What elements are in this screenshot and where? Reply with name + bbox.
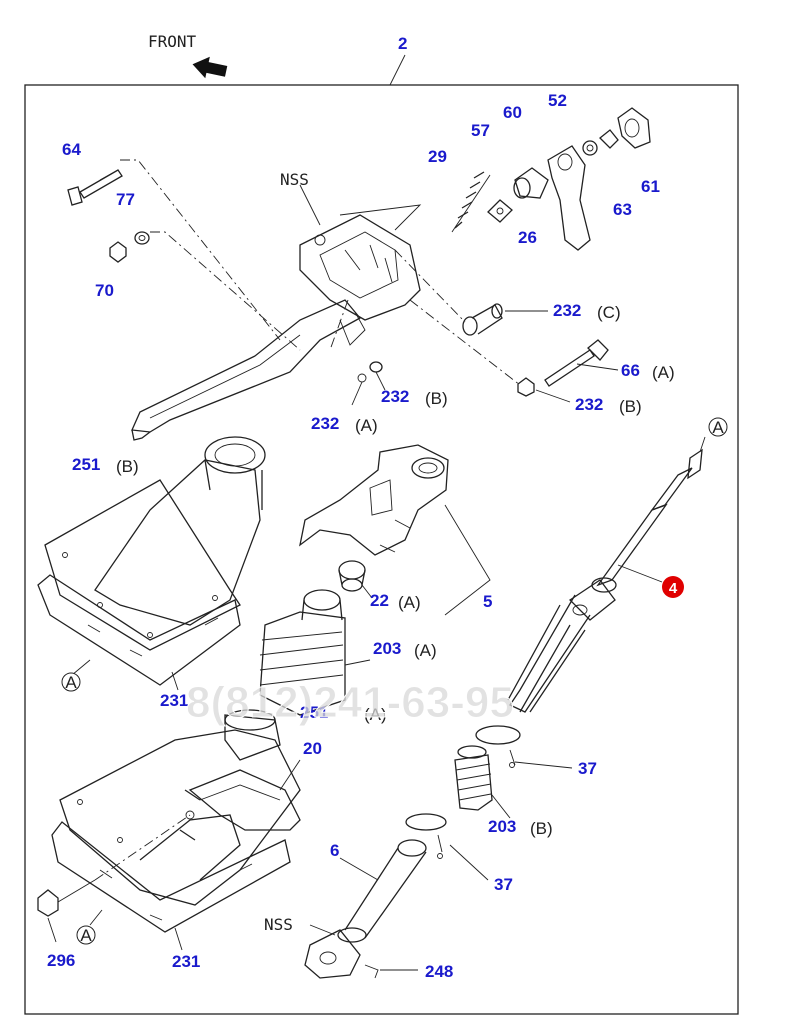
callout-232b-number: 232 <box>381 387 409 406</box>
plate-231-lower-illustration <box>51 821 291 933</box>
callout-232c-number: 232 <box>553 301 581 320</box>
callout-232c-suffix: (C) <box>597 303 621 322</box>
callout-66-number: 66 <box>621 361 640 380</box>
callout-nss-bottom: NSS <box>264 915 293 934</box>
callout-61: 61 <box>641 177 660 196</box>
callout-203b-number: 203 <box>488 817 516 836</box>
callout-251b-suffix: (B) <box>116 457 139 476</box>
callout-6: 6 <box>330 841 339 860</box>
ref-a-bottom: A <box>80 926 92 945</box>
washer-52-illustration <box>582 140 598 156</box>
highlight-badge-4 <box>662 576 684 598</box>
callout-232b-right-suffix: (B) <box>619 397 642 416</box>
callout-203a-number: 203 <box>373 639 401 658</box>
callout-29: 29 <box>428 147 447 166</box>
clamp-37-lower-illustration <box>405 813 447 859</box>
callout-2: 2 <box>398 34 407 53</box>
diagram-frame <box>24 84 739 1015</box>
arrow-left-icon <box>192 56 228 79</box>
callout-26: 26 <box>518 228 537 247</box>
callout-52: 52 <box>548 91 567 110</box>
shift-bracket-illustration <box>131 204 422 441</box>
plate-26-illustration <box>487 199 513 223</box>
callout-231-upper: 231 <box>160 691 188 710</box>
callout-4: 4 <box>669 580 678 597</box>
leader-2 <box>389 54 406 86</box>
ref-circle-a-bottom <box>76 925 96 945</box>
lever-60-illustration <box>547 145 591 251</box>
callout-63: 63 <box>613 200 632 219</box>
callout-251a-number: 251 <box>300 703 328 722</box>
bolt-66-illustration <box>544 339 609 387</box>
callout-22-number: 22 <box>370 591 389 610</box>
bush-232c-illustration <box>462 303 503 336</box>
callout-77: 77 <box>116 190 135 209</box>
callout-232b-right-number: 232 <box>575 395 603 414</box>
callout-37-upper: 37 <box>578 759 597 778</box>
clamp-37-upper-illustration <box>475 725 521 768</box>
bolt-63-illustration <box>599 129 619 149</box>
callout-5: 5 <box>483 592 492 611</box>
callout-203a-suffix: (A) <box>414 641 437 660</box>
callout-nss-top: NSS <box>280 170 309 189</box>
housing-5-illustration <box>299 444 449 556</box>
callout-248: 248 <box>425 962 453 981</box>
callout-60: 60 <box>503 103 522 122</box>
callout-232a-suffix: (A) <box>355 416 378 435</box>
sleeve-57-illustration <box>513 167 549 199</box>
callout-57: 57 <box>471 121 490 140</box>
callout-296: 296 <box>47 951 75 970</box>
ref-circle-a-top <box>708 417 728 437</box>
front-label: FRONT <box>148 32 197 51</box>
callout-70: 70 <box>95 281 114 300</box>
nut-232b-illustration <box>517 377 535 397</box>
bolt-64-illustration <box>67 169 123 206</box>
callout-203b-suffix: (B) <box>530 819 553 838</box>
boot-203a-illustration <box>259 589 346 716</box>
callout-232a-number: 232 <box>311 414 339 433</box>
clip-61-illustration <box>617 107 651 149</box>
ref-a-left: A <box>65 673 77 692</box>
screw-296-illustration <box>37 879 96 917</box>
callout-64: 64 <box>62 140 81 159</box>
plate-231-upper-illustration <box>37 574 241 686</box>
callout-232b-suffix: (B) <box>425 389 448 408</box>
phone-watermark: 8(812)241-63-95 <box>186 678 514 727</box>
callout-66-suffix: (A) <box>652 363 675 382</box>
callout-251b-number: 251 <box>72 455 100 474</box>
shaft-4-illustration <box>507 448 703 713</box>
boot-251a-illustration <box>59 709 301 906</box>
callout-37-lower: 37 <box>494 875 513 894</box>
ref-a-top: A <box>712 418 724 437</box>
washer-77-illustration <box>134 231 150 245</box>
shaft-6-illustration <box>304 839 427 979</box>
ref-circle-a-left <box>61 672 81 692</box>
callout-251a-suffix: (A) <box>364 705 387 724</box>
callout-22-suffix: (A) <box>398 593 421 612</box>
nut-70-illustration <box>109 241 127 263</box>
bushing-22a-illustration <box>338 560 366 592</box>
boot-203b-illustration <box>454 745 493 811</box>
cover-20-illustration <box>188 769 301 831</box>
callout-231-lower: 231 <box>172 952 200 971</box>
spring-29-illustration <box>451 171 491 233</box>
callout-20: 20 <box>303 739 322 758</box>
